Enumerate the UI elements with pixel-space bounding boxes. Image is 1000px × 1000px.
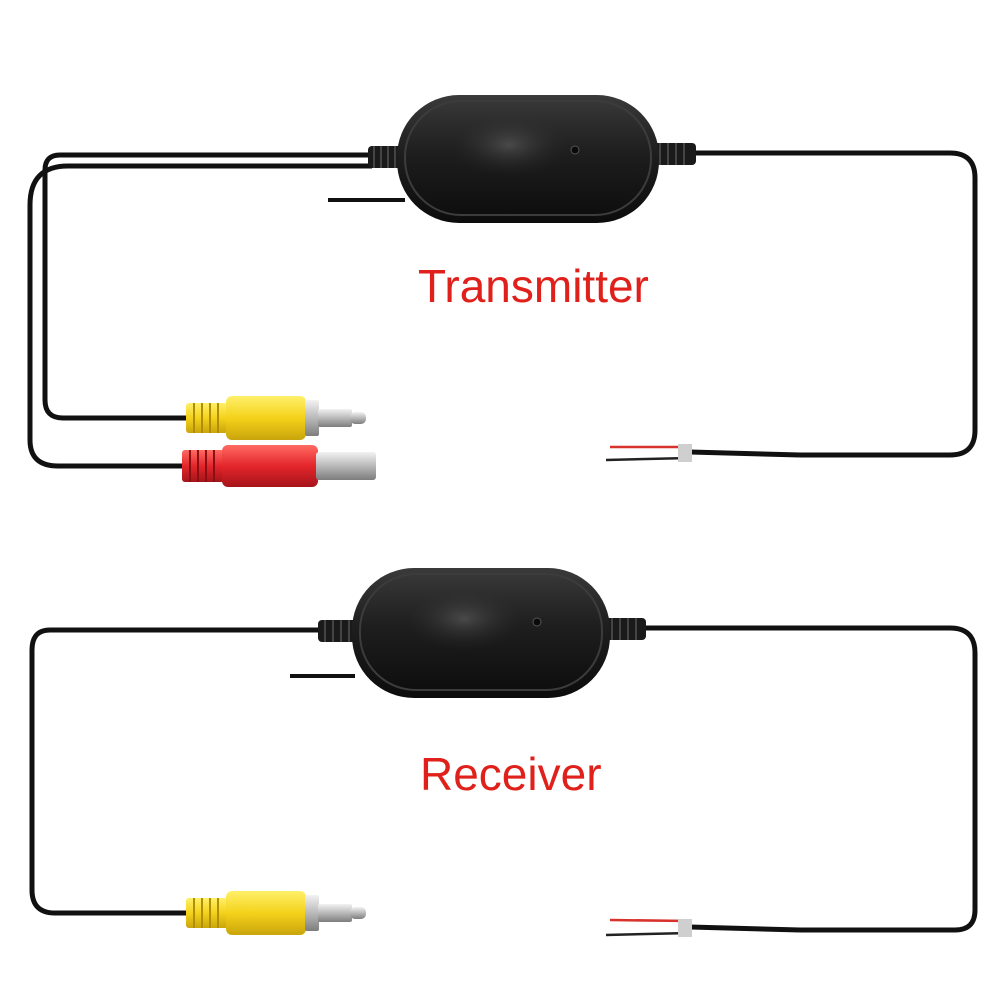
receiver-strain-relief-right (604, 618, 646, 640)
receiver-strain-relief-left (318, 620, 358, 642)
receiver-module (352, 568, 610, 698)
transmitter-led-indicator (570, 145, 580, 155)
receiver-bare-wire-ends (605, 918, 801, 937)
transmitter-strain-relief-left (368, 146, 404, 168)
transmitter-strain-relief-right (652, 143, 696, 165)
transmitter-module (397, 95, 659, 223)
receiver-rca-plug (186, 891, 366, 935)
transmitter-dc-power-plug (182, 445, 376, 487)
receiver-led-indicator (532, 617, 542, 627)
transmitter-video-cable (42, 152, 372, 421)
transmitter-power-cable (27, 163, 372, 469)
transmitter-label: Transmitter (418, 260, 649, 312)
receiver-video-cable (29, 627, 322, 916)
receiver-label: Receiver (420, 748, 602, 800)
receiver-output-cable (640, 625, 978, 933)
transmitter-rca-plug (186, 396, 366, 440)
transmitter-output-cable (690, 150, 978, 458)
transmitter-assembly: Transmitter (27, 95, 978, 487)
transmitter-bare-wire-ends (605, 444, 801, 462)
receiver-assembly: Receiver (29, 568, 978, 937)
